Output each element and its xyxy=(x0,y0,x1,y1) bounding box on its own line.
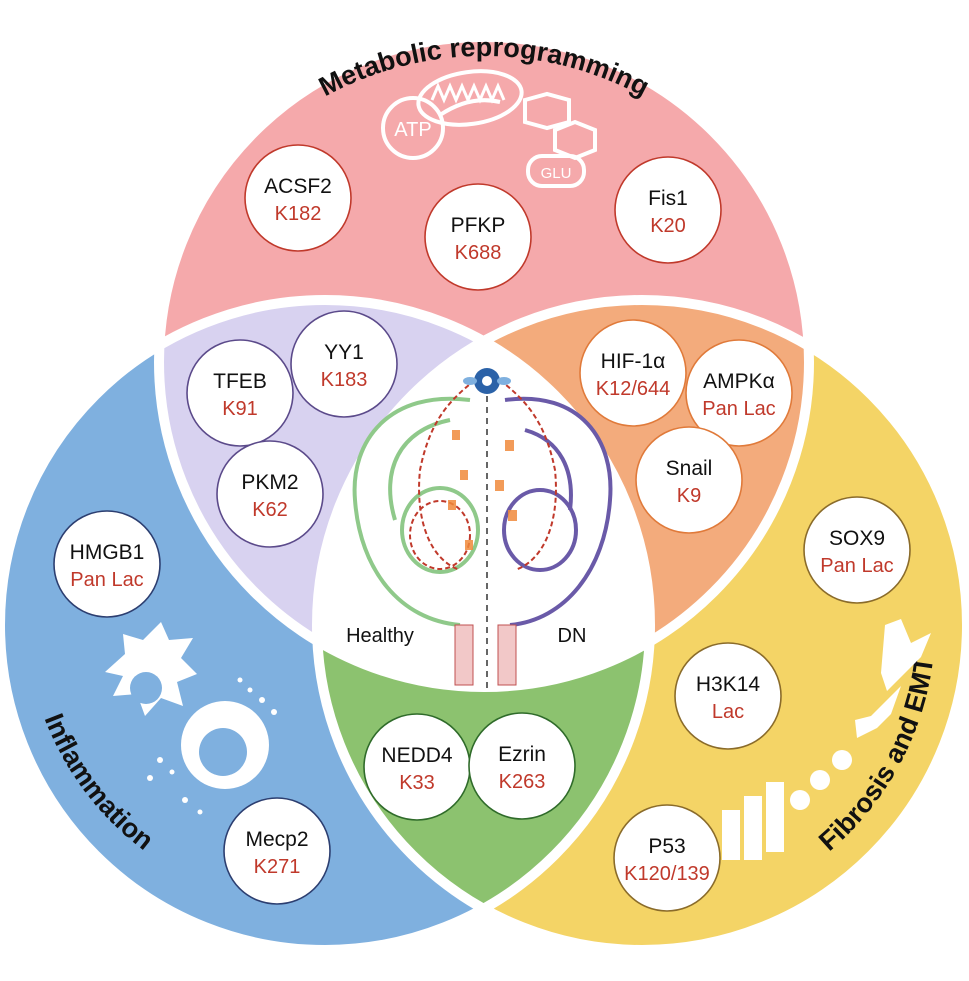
protein-node-circle xyxy=(803,496,911,604)
protein-node-circle xyxy=(613,804,721,912)
fibroblast-epithelial-icon xyxy=(722,619,931,860)
atp-label: ATP xyxy=(394,119,431,141)
protein-name: ACSF2 xyxy=(264,175,332,198)
lactylation-site: K182 xyxy=(275,203,322,225)
protein-node-circle xyxy=(579,319,687,427)
protein-name: YY1 xyxy=(324,341,364,364)
protein-node-circle xyxy=(223,797,331,905)
dn-label: DN xyxy=(558,625,587,647)
lactylation-site: Pan Lac xyxy=(70,569,143,591)
protein-node-circle xyxy=(424,183,532,291)
protein-name: HIF-1α xyxy=(601,350,666,373)
protein-node-circle xyxy=(674,642,782,750)
lactylation-site: Pan Lac xyxy=(702,398,775,420)
lactylation-site: K183 xyxy=(321,369,368,391)
protein-node-circle xyxy=(363,713,471,821)
lactylation-site: K688 xyxy=(455,242,502,264)
protein-name: Mecp2 xyxy=(245,828,308,851)
protein-name: HMGB1 xyxy=(70,541,145,564)
protein-node-circle xyxy=(290,310,398,418)
healthy-label: Healthy xyxy=(346,625,414,647)
kidney-nephron-illustration xyxy=(352,368,613,690)
lactylation-site: K9 xyxy=(677,485,701,507)
lactylation-site: K91 xyxy=(222,398,258,420)
protein-node-tfeb: TFEB K91 xyxy=(186,339,294,447)
protein-node-circle xyxy=(468,712,576,820)
lactylation-site: K62 xyxy=(252,499,288,521)
protein-name: P53 xyxy=(648,835,685,858)
lactylation-site: Pan Lac xyxy=(820,555,893,577)
protein-node-circle xyxy=(53,510,161,618)
lactylation-site: K33 xyxy=(399,772,435,794)
center-region xyxy=(317,300,650,687)
lactylation-site: K263 xyxy=(499,771,546,793)
protein-name: SOX9 xyxy=(829,527,885,550)
protein-name: Fis1 xyxy=(648,187,688,210)
lactylation-site: Lac xyxy=(712,701,744,723)
protein-name: Snail xyxy=(666,457,713,480)
lactylation-site: K20 xyxy=(650,215,686,237)
protein-node-circle xyxy=(186,339,294,447)
protein-node-circle xyxy=(244,144,352,252)
protein-node-circle xyxy=(216,440,324,548)
protein-name: PFKP xyxy=(451,214,506,237)
glu-label: GLU xyxy=(541,165,572,182)
mitochondria-atp-icon xyxy=(381,69,597,188)
protein-name: NEDD4 xyxy=(381,744,453,767)
protein-name: Ezrin xyxy=(498,743,546,766)
lactylation-site: K271 xyxy=(254,856,301,878)
protein-node-circle xyxy=(685,339,793,447)
protein-node-pfkp: PFKP K688 xyxy=(424,183,532,291)
protein-name: PKM2 xyxy=(241,471,298,494)
protein-name: AMPKα xyxy=(703,370,775,393)
lactylation-site: K12/644 xyxy=(596,378,671,400)
protein-node-circle xyxy=(635,426,743,534)
immune-cells-icon xyxy=(105,622,277,815)
protein-name: H3K14 xyxy=(696,673,761,696)
protein-node-circle xyxy=(614,156,722,264)
lactylation-site: K120/139 xyxy=(624,863,710,885)
protein-name: TFEB xyxy=(213,370,267,393)
